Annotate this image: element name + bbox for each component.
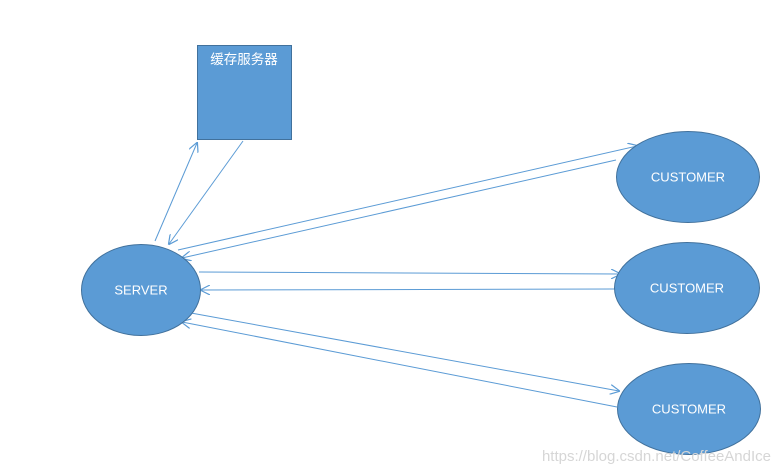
server-ellipse [81,244,201,336]
server-node: SERVER [81,244,201,336]
arrow-server-to-cache [154,143,197,242]
arrow-server-to-customer-1 [177,146,637,251]
customer-node-3: CUSTOMER [617,363,761,455]
arrow-customer-2-to-server [201,289,616,290]
watermark-text: https://blog.csdn.net/CoffeeAndIce [541,448,771,465]
server-label: SERVER [114,283,167,298]
customer-ellipse-3 [617,363,761,455]
customer-label-3: CUSTOMER [652,402,726,417]
customer-ellipse-2 [614,242,760,334]
arrow-customer-3-to-server [182,322,618,408]
customer-label-1: CUSTOMER [651,170,725,185]
customer-node-1: CUSTOMER [616,131,760,223]
arrow-server-to-customer-3 [190,312,619,391]
arrow-server-to-customer-2 [198,272,620,274]
cache-server-label: 缓存服务器 [210,52,278,68]
customer-node-2: CUSTOMER [614,242,760,334]
customer-label-2: CUSTOMER [650,281,724,296]
cache-server-node: 缓存服务器 [197,45,292,140]
arrow-cache-to-server [169,140,244,244]
cache-server-box [197,45,292,140]
arrow-customer-1-to-server [182,159,617,258]
customer-ellipse-1 [616,131,760,223]
